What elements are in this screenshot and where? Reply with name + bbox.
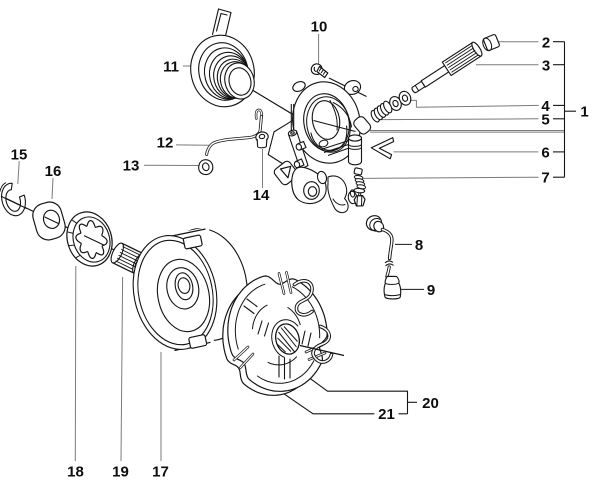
svg-text:11: 11: [163, 58, 179, 75]
svg-text:14: 14: [253, 187, 270, 204]
svg-text:1: 1: [580, 103, 588, 120]
svg-text:6: 6: [541, 144, 549, 161]
svg-text:2: 2: [542, 34, 550, 51]
svg-text:7: 7: [541, 169, 549, 186]
svg-text:15: 15: [11, 146, 28, 163]
svg-text:10: 10: [311, 18, 328, 35]
svg-text:12: 12: [157, 134, 174, 151]
svg-text:3: 3: [542, 57, 550, 74]
svg-text:18: 18: [67, 463, 84, 480]
svg-text:17: 17: [152, 463, 169, 480]
svg-text:16: 16: [45, 163, 62, 180]
svg-text:20: 20: [422, 395, 439, 412]
svg-text:13: 13: [123, 157, 140, 174]
svg-text:21: 21: [378, 406, 395, 423]
svg-text:5: 5: [541, 111, 549, 128]
svg-text:4: 4: [541, 98, 550, 115]
svg-text:8: 8: [415, 237, 423, 254]
svg-text:9: 9: [427, 282, 435, 299]
svg-text:19: 19: [112, 463, 129, 480]
